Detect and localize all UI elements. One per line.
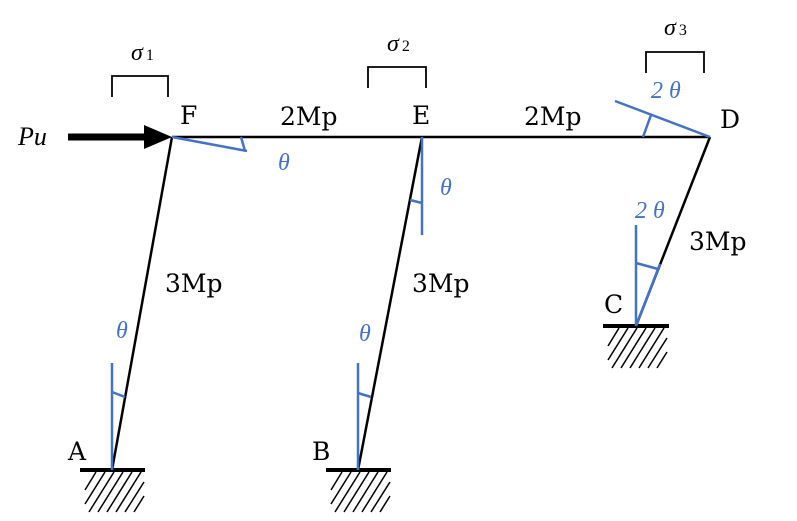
rotation-label-b: θ bbox=[359, 321, 371, 347]
rotation-marker-f bbox=[171, 135, 248, 153]
rotation-marker-c bbox=[634, 225, 662, 327]
member-label-fe: 2Mp bbox=[280, 102, 338, 131]
rotation-label-f: θ bbox=[278, 150, 290, 176]
bracket-sigma-3 bbox=[645, 51, 705, 73]
bracket-sigma-2 bbox=[367, 66, 427, 88]
support-a bbox=[80, 468, 145, 513]
rotation-marker-d bbox=[614, 99, 711, 139]
node-label-d: D bbox=[720, 105, 740, 134]
rotation-label-c: 2 θ bbox=[635, 198, 665, 224]
rotation-marker-e bbox=[409, 137, 424, 235]
column-b-e bbox=[356, 136, 424, 471]
support-c bbox=[603, 324, 669, 369]
rotation-label-e: θ bbox=[440, 175, 452, 201]
column-a-f bbox=[110, 136, 174, 471]
node-label-a: A bbox=[67, 437, 87, 466]
rotation-label-d: 2 θ bbox=[651, 78, 681, 104]
node-label-f: F bbox=[180, 101, 197, 130]
member-label-cd: 3Mp bbox=[689, 227, 747, 256]
member-label-ed: 2Mp bbox=[524, 102, 582, 131]
load-label: Pu bbox=[17, 122, 47, 151]
rotation-label-a: θ bbox=[116, 318, 128, 344]
node-label-c: C bbox=[604, 290, 623, 319]
support-b bbox=[326, 468, 391, 513]
member-label-be: 3Mp bbox=[412, 269, 470, 298]
rotation-marker-a bbox=[110, 363, 126, 470]
node-label-b: B bbox=[312, 437, 330, 466]
load-arrow bbox=[68, 125, 172, 149]
bracket-sigma-1 bbox=[111, 75, 169, 97]
member-label-af: 3Mp bbox=[165, 269, 223, 298]
node-label-e: E bbox=[412, 101, 430, 130]
rotation-marker-b bbox=[356, 363, 372, 470]
